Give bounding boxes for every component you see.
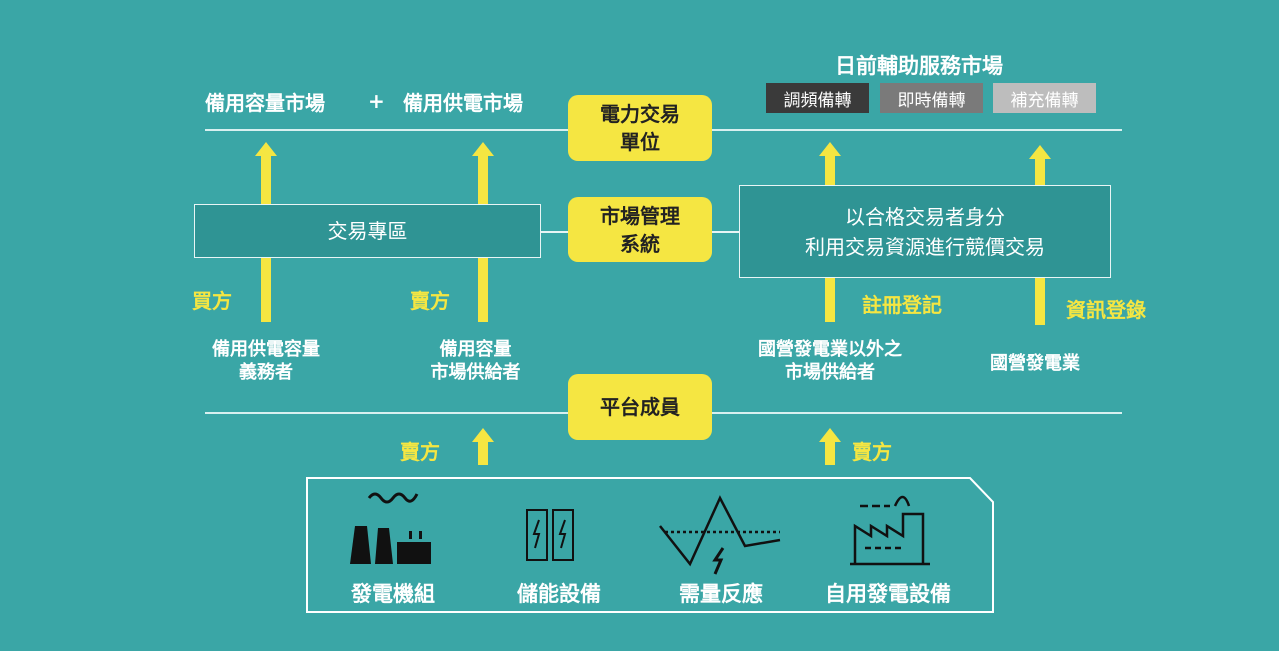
reserve-capacity-market: 備用容量市場 (205, 91, 325, 115)
trading-zone-box: 交易專區 (194, 204, 541, 258)
qualified-line1: 以合格交易者身分 (845, 204, 1005, 229)
tag-spinning: 即時備轉 (880, 83, 983, 113)
self-generation-icon (850, 495, 930, 566)
tag-regulation: 調頻備轉 (766, 83, 869, 113)
resource-self-generation: 自用發電設備 (825, 582, 951, 606)
resource-generator: 發電機組 (351, 582, 435, 606)
arrow-up-icon (472, 428, 494, 465)
seller-label-bottom-right: 賣方 (852, 440, 892, 464)
system-line1: 市場管理 (600, 203, 680, 228)
system-line2: 系統 (620, 231, 660, 256)
seller-label: 賣方 (410, 289, 450, 313)
platform-member-badge: 平台成員 (568, 374, 712, 440)
resource-demand-response: 需量反應 (679, 582, 763, 606)
battery-icon (526, 509, 574, 561)
trading-unit-badge: 電力交易單位 (568, 95, 712, 161)
non-taipower-supplier-label: 國營發電業以外之市場供給者 (758, 339, 902, 383)
connector (712, 231, 739, 233)
info-register-label: 資訊登錄 (1066, 298, 1146, 322)
unit-line1: 電力交易 (600, 102, 680, 126)
tag-supplemental: 補充備轉 (993, 83, 1096, 113)
resource-storage: 儲能設備 (517, 582, 601, 606)
unit-line2: 單位 (620, 130, 660, 154)
buyer-label: 買方 (192, 289, 232, 313)
ancillary-market-title: 日前輔助服務市場 (835, 54, 1003, 78)
register-label: 註冊登記 (862, 293, 942, 317)
capacity-supplier-label: 備用容量市場供給者 (430, 339, 521, 383)
connector (541, 231, 568, 233)
seller-label-bottom-left: 賣方 (400, 440, 440, 464)
power-plant-icon (350, 492, 431, 564)
qualified-line2: 利用交易資源進行競價交易 (805, 234, 1045, 259)
reserve-supply-market: 備用供電市場 (403, 91, 523, 115)
plus-sign: + (368, 89, 385, 113)
obligor-label: 備用供電容量義務者 (212, 339, 320, 383)
qualified-trader-box: 以合格交易者身分利用交易資源進行競價交易 (739, 185, 1111, 278)
demand-response-icon (659, 495, 781, 575)
resources-panel (306, 477, 994, 613)
market-system-badge: 市場管理系統 (568, 197, 712, 262)
arrow-up-icon (819, 428, 841, 465)
taipower-label: 國營發電業 (990, 353, 1080, 374)
